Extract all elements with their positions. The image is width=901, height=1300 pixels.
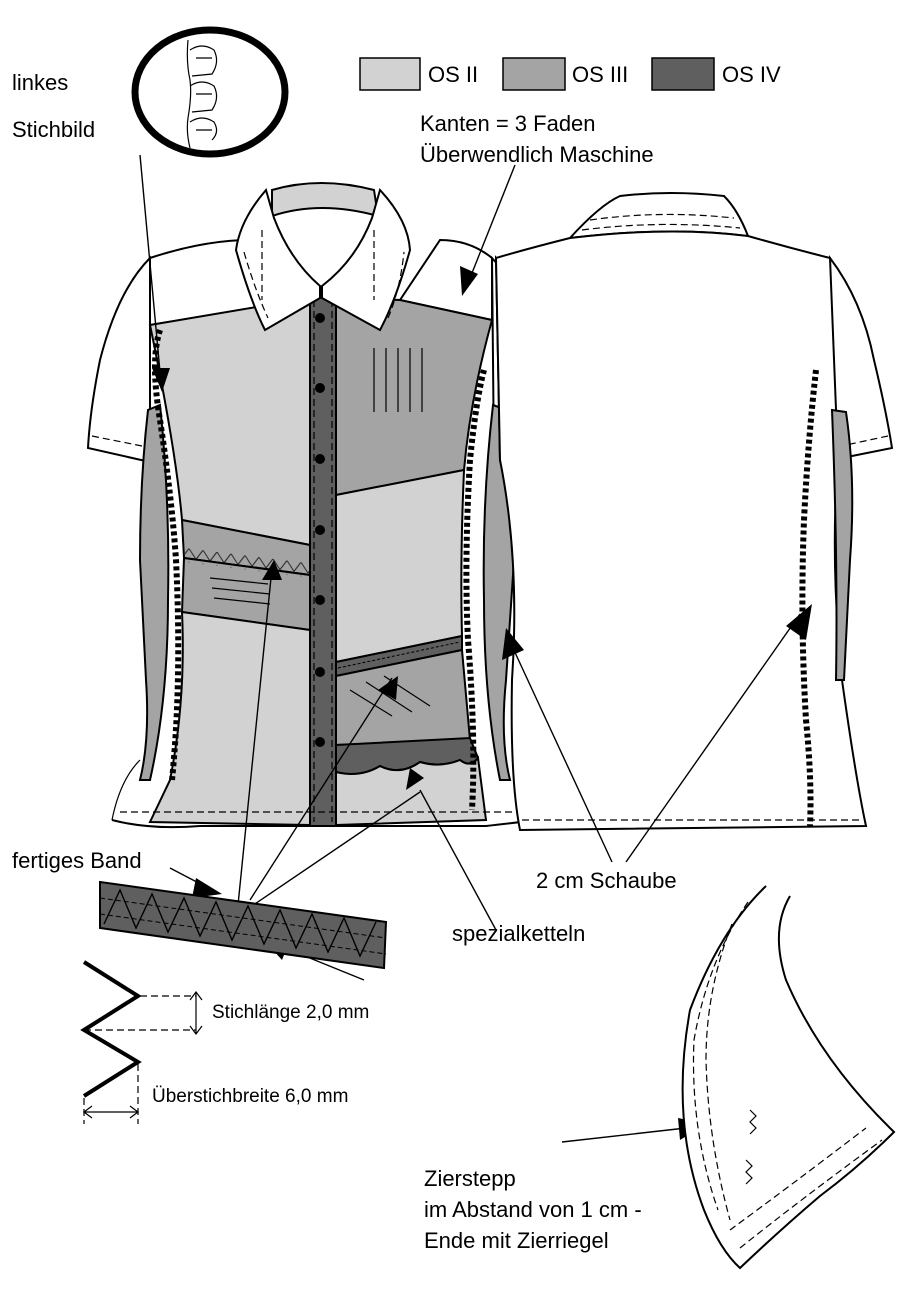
- legend-swatch-os2: [359, 57, 421, 91]
- arrow-head-icon: [502, 628, 524, 660]
- label-overstitch-width: Überstichbreite 6,0 mm: [152, 1086, 348, 1107]
- front-yoke: [149, 238, 493, 327]
- collar-detail-outline: [681, 885, 896, 1270]
- label-edges-2: Überwendlich Maschine: [420, 142, 654, 167]
- arrow-head-icon: [406, 768, 424, 790]
- arrow-head-icon: [378, 676, 398, 700]
- label-finished-band: fertiges Band: [12, 848, 142, 873]
- button-icon: [315, 383, 325, 393]
- legend-item-os4: OS IV: [651, 57, 781, 91]
- stitch-loop-icon: [186, 39, 218, 149]
- arrow-head-icon: [460, 266, 478, 296]
- back-side-panel: [830, 408, 854, 681]
- collar-right: [321, 188, 412, 332]
- right-upper-panel: [335, 296, 494, 497]
- label-left-stitch-1: linkes: [12, 70, 68, 95]
- shirt-front-view: [86, 182, 558, 829]
- collar-left: [234, 187, 321, 332]
- shirt-back-view: [494, 192, 894, 832]
- label-special-chain: spezialketteln: [452, 921, 585, 946]
- label-topstitch-1: Zierstepp: [424, 1166, 516, 1191]
- finished-band-detail: [99, 880, 388, 970]
- legend: OS II OS III OS IV: [359, 57, 781, 91]
- label-topstitch-2: im Abstand von 1 cm -: [424, 1197, 642, 1222]
- button-icon: [315, 454, 325, 464]
- legend-label-os2: OS II: [428, 62, 478, 87]
- back-sleeve-right: [828, 254, 894, 462]
- legend-item-os2: OS II: [359, 57, 478, 91]
- button-icon: [315, 595, 325, 605]
- band-strip: [99, 880, 388, 970]
- button-icon: [315, 313, 325, 323]
- label-left-stitch-2: Stichbild: [12, 117, 95, 142]
- arrow-head-icon: [786, 604, 812, 640]
- arrow-head-icon: [262, 560, 282, 580]
- button-icon: [315, 667, 325, 677]
- label-stitch-length: Stichlänge 2,0 mm: [212, 1002, 369, 1023]
- collar-stand: [271, 182, 380, 218]
- decor-stitch-lines: [209, 348, 431, 717]
- left-upper-panel: [148, 296, 311, 547]
- arrow-head-icon: [152, 368, 170, 392]
- label-shirring: 2 cm Schaube: [536, 868, 677, 893]
- collar-detail: [681, 885, 896, 1270]
- legend-swatch-os3: [502, 57, 566, 91]
- legend-label-os3: OS III: [572, 62, 628, 87]
- label-edges-1: Kanten = 3 Faden: [420, 111, 596, 136]
- label-topstitch-3: Ende mit Zierriegel: [424, 1228, 609, 1253]
- right-mid-panel: [335, 468, 466, 664]
- back-body: [494, 230, 868, 832]
- arrow-head-icon: [192, 878, 222, 898]
- button-icon: [315, 737, 325, 747]
- legend-item-os3: OS III: [502, 57, 628, 91]
- stitch-detail-circle: [131, 26, 289, 158]
- legend-label-os4: OS IV: [722, 62, 781, 87]
- left-lower-panel: [148, 610, 311, 827]
- left-side-panel: [138, 403, 170, 781]
- button-icon: [315, 525, 325, 535]
- left-sleeve: [86, 255, 151, 464]
- legend-swatch-os4: [651, 57, 715, 91]
- stitch-diagram: [80, 960, 203, 1124]
